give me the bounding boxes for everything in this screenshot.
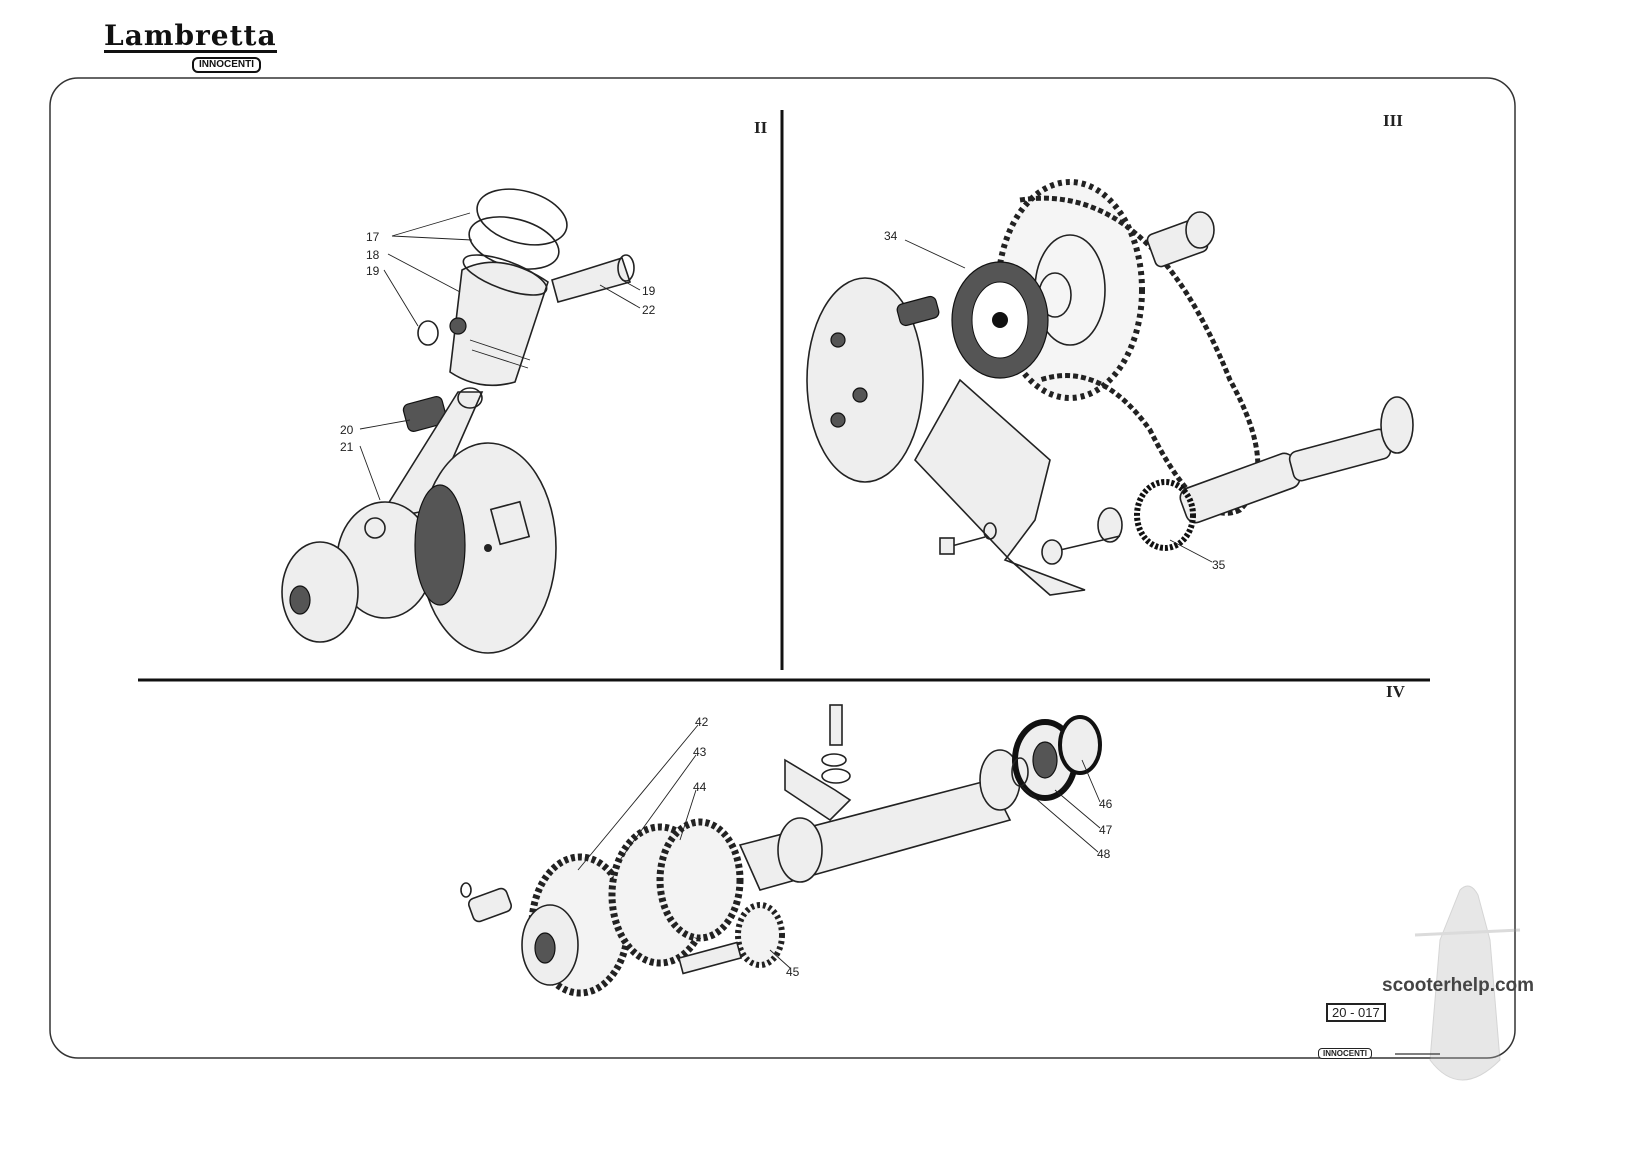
bolts xyxy=(939,522,1121,565)
callout-19: 19 xyxy=(366,264,380,278)
panel-iv: IV 42 4 xyxy=(460,682,1406,997)
callout-44: 44 xyxy=(693,780,707,794)
callout-35: 35 xyxy=(1212,558,1226,572)
clutch-spring xyxy=(896,295,940,327)
callout-18: 18 xyxy=(366,248,380,262)
callout-20: 20 xyxy=(340,423,354,437)
needle-bearing xyxy=(402,396,448,432)
drive-chain xyxy=(1019,195,1261,516)
gearbox-sprocket-shaft xyxy=(1146,211,1414,524)
callout-21: 21 xyxy=(340,440,354,454)
callout-19b: 19 xyxy=(642,284,656,298)
callout-46: 46 xyxy=(1099,797,1113,811)
bracket xyxy=(914,378,1086,596)
crankshaft xyxy=(281,442,557,654)
gudgeon-pin xyxy=(551,254,635,303)
clutch-hub xyxy=(951,261,1049,379)
callout-22: 22 xyxy=(642,303,656,317)
callout-48: 48 xyxy=(1097,847,1111,861)
circlip xyxy=(417,320,439,346)
callout-42: 42 xyxy=(695,715,709,729)
callout-17: 17 xyxy=(366,230,380,244)
selector-pin xyxy=(460,882,513,923)
callout-45: 45 xyxy=(786,965,800,979)
mainshaft xyxy=(738,704,1012,891)
panel-numeral: III xyxy=(1383,111,1403,130)
footer-badge: INNOCENTI xyxy=(1318,1048,1372,1059)
panel-iii: III xyxy=(806,111,1414,596)
lambretta-logo: Lambretta INNOCENTI xyxy=(104,22,304,74)
clutch-plate xyxy=(806,277,924,483)
brand-sub: INNOCENTI xyxy=(192,57,261,73)
cush-spring xyxy=(1097,479,1196,551)
page-frame xyxy=(49,77,1516,1059)
bearings xyxy=(979,715,1102,811)
panel-ii: II xyxy=(281,118,768,654)
brand-name: Lambretta xyxy=(104,19,277,53)
watermark-text: scooterhelp.com xyxy=(1382,975,1535,996)
callout-47: 47 xyxy=(1099,823,1113,837)
scooter-watermark-image xyxy=(1414,885,1521,1081)
gear-cluster xyxy=(521,818,785,997)
panel-numeral: II xyxy=(754,118,768,137)
document-number: 20 - 017 xyxy=(1326,1003,1386,1022)
panel-numeral: IV xyxy=(1386,682,1406,701)
callout-34: 34 xyxy=(884,229,898,243)
piston xyxy=(449,254,549,387)
callout-43: 43 xyxy=(693,745,707,759)
callout-leaders xyxy=(359,212,641,501)
